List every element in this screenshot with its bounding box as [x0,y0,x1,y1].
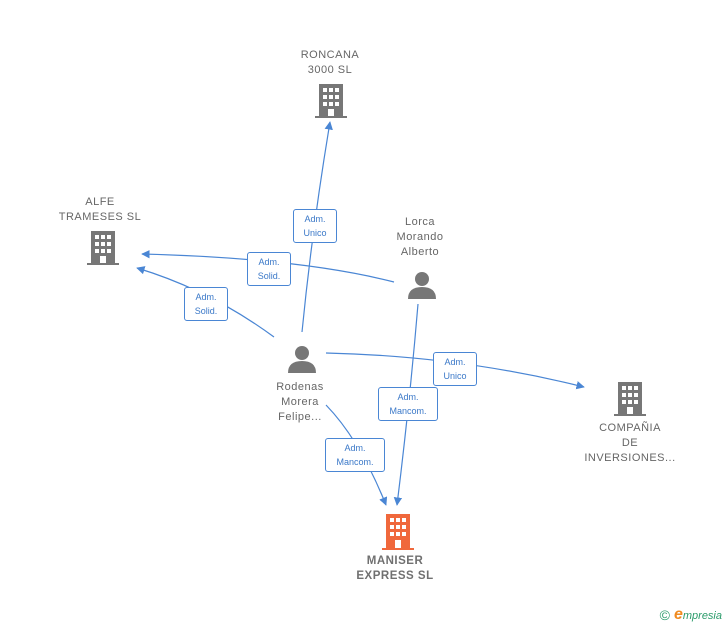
brand-footer[interactable]: © empresia [660,606,722,624]
edge-label-line: Solid. [257,271,281,281]
edge-label-line: Solid. [194,306,218,316]
edge-label-line: Adm. [258,257,280,267]
edge-label-line: Adm. [444,357,466,367]
edge-label-lorca-alfe[interactable]: Adm. Solid. [247,252,291,286]
edge-label-line: Adm. [344,443,366,453]
building-icon-main[interactable] [382,514,414,550]
edge-label-line: Mancom. [336,457,374,467]
node-label-compania: COMPAÑIA DE INVERSIONES... [575,421,685,466]
brand-name: mpresia [682,610,722,622]
brand-initial: e [673,606,683,623]
building-icon[interactable] [87,231,119,265]
label-line: Alberto [400,246,440,258]
label-line: RONCANA [300,49,360,61]
edge-label-line: Adm. [195,292,217,302]
label-line: 3000 SL [307,64,353,76]
label-line: ALFE [85,196,115,208]
node-label-rodenas: Rodenas Morera Felipe... [260,380,340,425]
node-label-alfe: ALFE TRAMESES SL [50,195,150,225]
label-line: Morando [396,231,444,243]
edge-label-lorca-maniser[interactable]: Adm. Mancom. [378,387,438,421]
label-line: EXPRESS SL [356,570,434,582]
label-line: DE [621,437,639,449]
person-icon[interactable] [287,344,317,374]
edge-label-line: Unico [443,371,467,381]
edge-label-rodenas-roncana[interactable]: Adm. Unico [293,209,337,243]
copyright-icon: © [659,607,670,623]
edge-label-rodenas-maniser[interactable]: Adm. Mancom. [325,438,385,472]
edge-label-line: Unico [303,228,327,238]
building-icon[interactable] [315,84,347,118]
label-line: Felipe... [278,411,322,423]
node-label-roncana: RONCANA 3000 SL [280,48,380,78]
edge-label-rodenas-compania[interactable]: Adm. Unico [433,352,477,386]
label-line: INVERSIONES... [584,452,676,464]
edge-label-rodenas-alfe[interactable]: Adm. Solid. [184,287,228,321]
edge-label-line: Mancom. [389,406,427,416]
label-line: Lorca [404,216,436,228]
building-icon[interactable] [614,382,646,416]
edge-label-line: Adm. [304,214,326,224]
brand-logo: empresia [674,606,722,624]
node-label-maniser: MANISER EXPRESS SL [340,554,450,584]
label-line: MANISER [366,555,424,567]
label-line: Morera [281,396,319,408]
label-line: Rodenas [276,381,324,393]
node-label-lorca: Lorca Morando Alberto [380,215,460,260]
label-line: TRAMESES SL [58,211,142,223]
edge-label-line: Adm. [397,392,419,402]
label-line: COMPAÑIA [599,422,661,434]
person-icon[interactable] [407,270,437,300]
